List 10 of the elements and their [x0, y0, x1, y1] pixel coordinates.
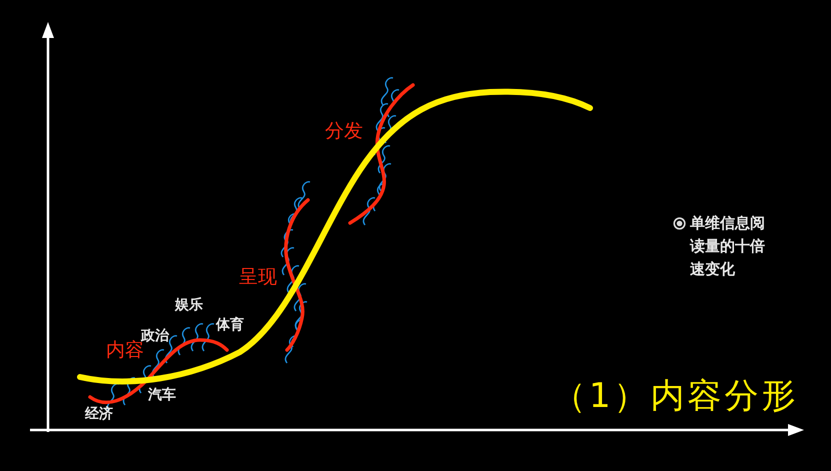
category-label: 经济	[85, 406, 113, 422]
category-label: 政治	[141, 328, 169, 344]
curve-label: 分发	[325, 121, 363, 143]
curve-label: 内容	[106, 340, 144, 362]
note-text: 单维信息阅读量的十倍速变化	[690, 213, 766, 280]
category-label: 体育	[216, 317, 244, 334]
category-label: 娱乐	[175, 297, 203, 314]
curve-label: 呈现	[239, 267, 277, 289]
category-label: 汽车	[148, 387, 176, 404]
chart-title: （1）内容分形	[552, 377, 799, 416]
